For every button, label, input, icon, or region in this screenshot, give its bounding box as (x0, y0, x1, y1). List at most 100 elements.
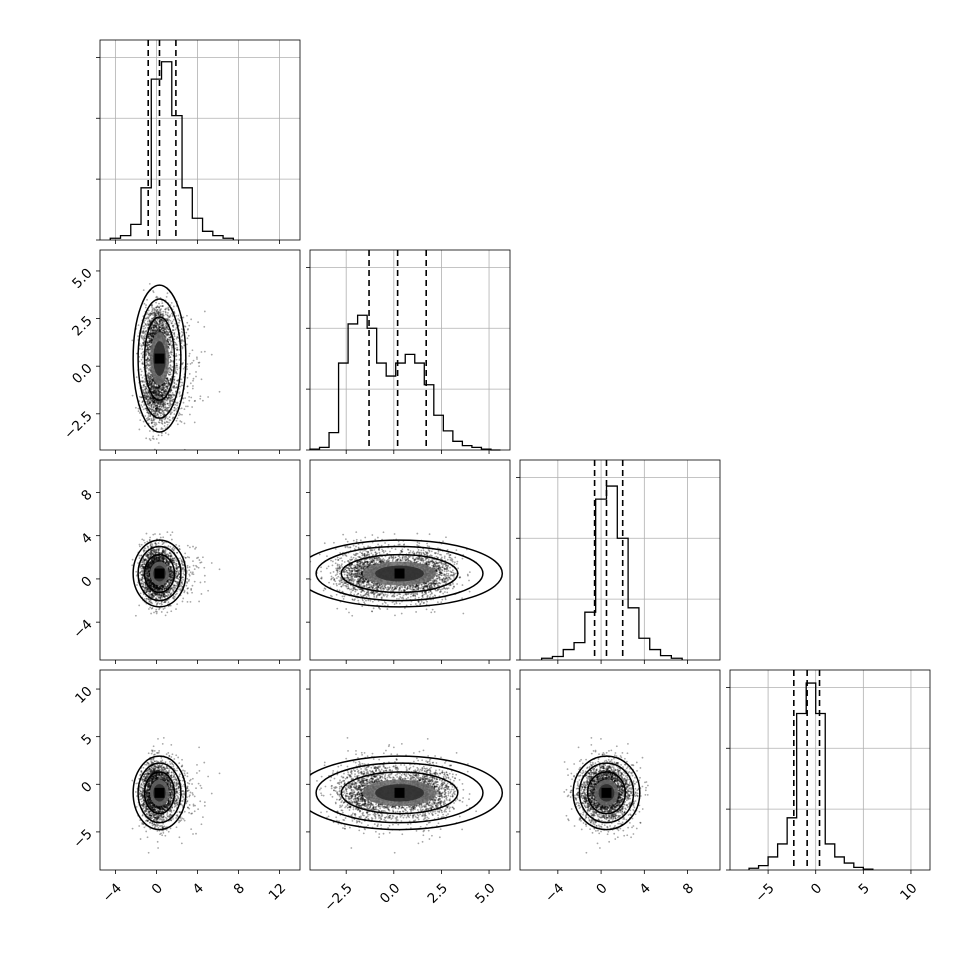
sample-point (158, 386, 161, 388)
sample-point (145, 394, 148, 397)
sample-point (146, 373, 149, 376)
sample-point (165, 410, 168, 412)
sample-point (165, 390, 168, 393)
sample-point (160, 322, 163, 325)
sample-point (160, 405, 163, 408)
sample-point (152, 559, 154, 562)
sample-point (153, 583, 155, 586)
sample-point (167, 383, 169, 386)
sample-point (158, 326, 161, 329)
sample-point (167, 396, 170, 399)
sample-point (151, 328, 154, 331)
sample-point (150, 582, 153, 584)
sample-point (165, 318, 168, 320)
sample-point (148, 345, 151, 348)
sample-point (155, 400, 158, 403)
sample-point (180, 584, 182, 587)
sample-point (163, 596, 166, 599)
sample-point (165, 323, 168, 326)
sample-point (154, 331, 156, 334)
sample-point (155, 551, 158, 554)
sample-point (162, 549, 165, 552)
sample-point (157, 330, 159, 332)
sample-point (142, 289, 145, 292)
sample-point (159, 305, 162, 308)
sample-point (167, 309, 170, 311)
sample-point (157, 313, 160, 316)
sample-point (145, 396, 148, 399)
sample-point (145, 329, 148, 332)
sample-point (152, 585, 155, 588)
sample-point (149, 340, 152, 343)
sample-point (150, 387, 152, 390)
sample-point (176, 603, 179, 606)
sample-point (162, 327, 165, 330)
sample-point (154, 392, 156, 395)
sample-point (153, 332, 155, 334)
sample-point (142, 566, 145, 569)
sample-point (138, 604, 141, 607)
sample-point (149, 339, 152, 342)
sample-point (150, 385, 153, 388)
sample-point (174, 403, 177, 406)
sample-point (182, 367, 185, 370)
sample-point (161, 555, 164, 558)
sample-point (188, 324, 191, 327)
sample-point (168, 396, 171, 399)
sample-point (145, 367, 148, 370)
sample-point (148, 430, 151, 432)
sample-point (147, 323, 150, 326)
sample-point (145, 407, 148, 410)
sample-point (177, 566, 180, 569)
sample-point (154, 332, 157, 335)
sample-point (155, 312, 158, 315)
sample-point (169, 378, 172, 381)
sample-point (167, 321, 170, 324)
sample-point (157, 421, 160, 424)
sample-point (147, 376, 150, 379)
sample-point (169, 377, 172, 380)
sample-point (150, 403, 153, 406)
sample-point (152, 386, 154, 389)
sample-point (170, 579, 173, 582)
sample-point (166, 423, 169, 426)
sample-point (147, 341, 149, 344)
sample-point (150, 559, 153, 562)
sample-point (150, 406, 153, 409)
sample-point (175, 343, 178, 346)
sample-point (152, 380, 155, 382)
density-peak-1-0 (154, 353, 165, 364)
sample-point (168, 563, 171, 566)
sample-point (163, 425, 166, 427)
sample-point (158, 320, 161, 323)
sample-point (146, 574, 148, 577)
scatter-content-1-0 (131, 282, 221, 450)
sample-point (162, 557, 164, 560)
sample-point (142, 400, 144, 403)
sample-point (159, 596, 162, 599)
sample-point (157, 388, 160, 391)
sample-point (161, 330, 164, 332)
sample-point (150, 593, 153, 596)
sample-point (159, 313, 162, 316)
sample-point (153, 331, 156, 333)
sample-point (144, 390, 147, 393)
sample-point (184, 556, 187, 559)
sample-point (146, 374, 149, 377)
sample-point (155, 301, 157, 304)
sample-point (156, 559, 159, 562)
sample-point (152, 391, 154, 394)
sample-point (150, 405, 153, 408)
sample-point (162, 401, 165, 404)
sample-point (164, 403, 167, 405)
sample-point (152, 438, 155, 440)
sample-point (153, 387, 155, 389)
sample-point (155, 392, 157, 395)
sample-point (134, 406, 137, 409)
sample-point (168, 575, 171, 577)
sample-point (170, 351, 173, 354)
sample-point (163, 402, 165, 405)
sample-point (167, 373, 170, 376)
sample-point (146, 344, 148, 347)
sample-point (158, 326, 161, 328)
